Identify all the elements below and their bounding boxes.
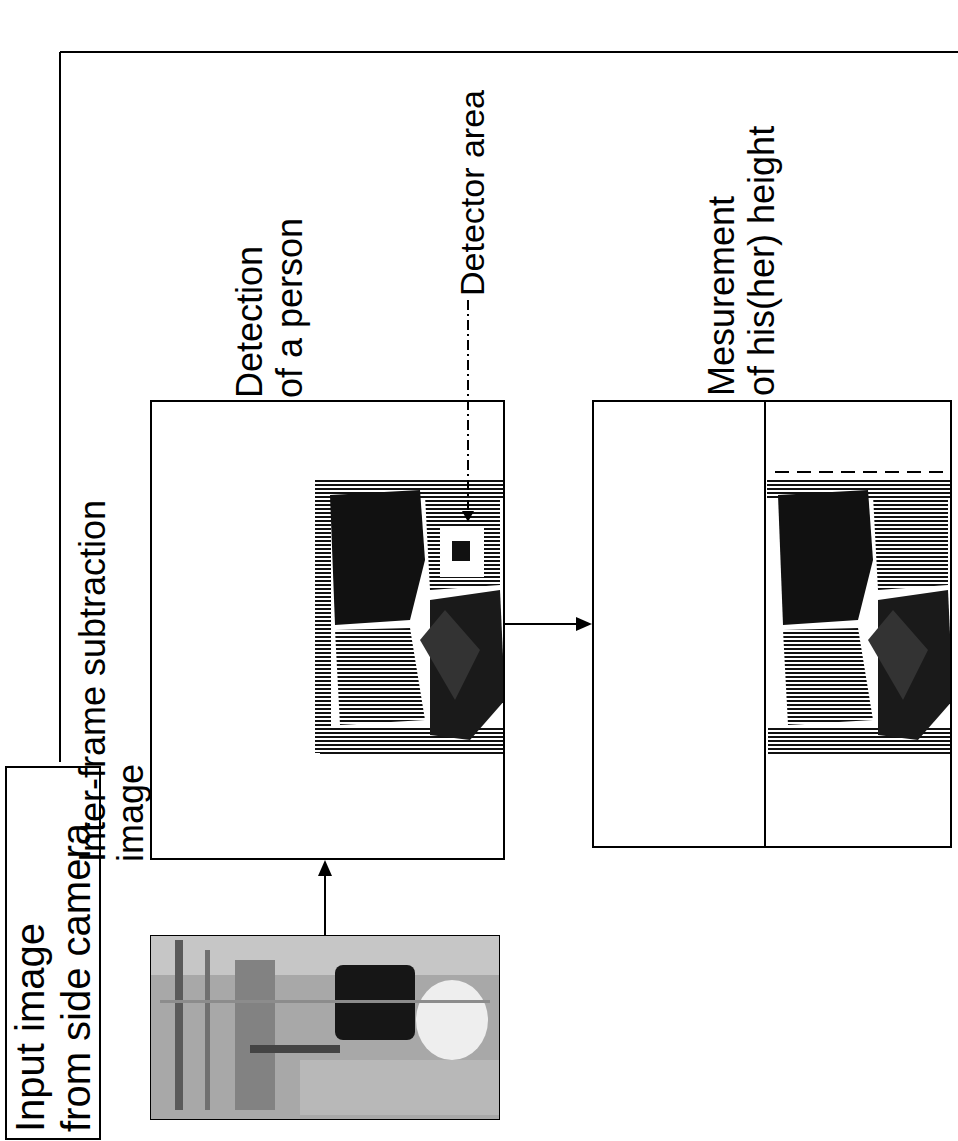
subtraction-blobs-part [335,628,425,725]
camera-photo-part [300,1060,500,1115]
flow-arrow [318,860,332,935]
height-blobs [767,472,950,754]
height-blobs-part-part [778,490,873,625]
subtraction-blobs [315,478,503,754]
subtraction-blobs-part [420,610,480,700]
camera-photo [150,935,500,1120]
camera-photo-part [175,940,183,1110]
arrow-head [576,617,592,631]
subtraction-blobs-part [330,490,425,625]
arrow-head [318,860,332,876]
camera-photo-part [150,935,500,975]
detector-leader-part [467,300,469,512]
outer-frame-part [59,52,61,762]
height-line [764,400,766,848]
detector-box: Detector area [440,527,484,577]
photo-frame: Input image from side camera [150,935,500,1120]
subtraction-blobs-part [425,495,500,590]
camera-photo-part [250,1045,340,1053]
outer-frame-part [60,51,958,53]
detector-leader-part [462,511,474,522]
height-blobs-part [767,478,950,754]
height-image-box: Mesurement of his(her) height [592,400,952,848]
camera-photo-part [150,935,500,1120]
arrow-line [505,623,578,625]
image-title: Inter-frame subtraction image [74,422,150,862]
height-blobs-part-part [868,610,928,700]
height-blobs-part [775,471,945,473]
height-blobs-part-part [783,628,873,725]
outer-frame [60,52,958,762]
camera-photo-part [235,960,275,1110]
camera-photo-part [416,980,488,1060]
height-blobs-part-part [873,495,948,590]
arrow-line [324,874,326,935]
subtraction-image-box: Inter-frame subtraction imageDetection o… [150,400,505,860]
step-label: Mesurement of his(her) height [702,76,782,396]
detector-leader [462,300,474,522]
subtraction-blobs-part [315,478,331,753]
camera-photo-part [160,1000,490,1003]
step-label: Detection of a person [230,98,310,398]
camera-photo-part [205,950,210,1110]
callout-label: Detector area [452,60,492,296]
flow-arrow [505,617,592,631]
detector-core [452,541,470,561]
